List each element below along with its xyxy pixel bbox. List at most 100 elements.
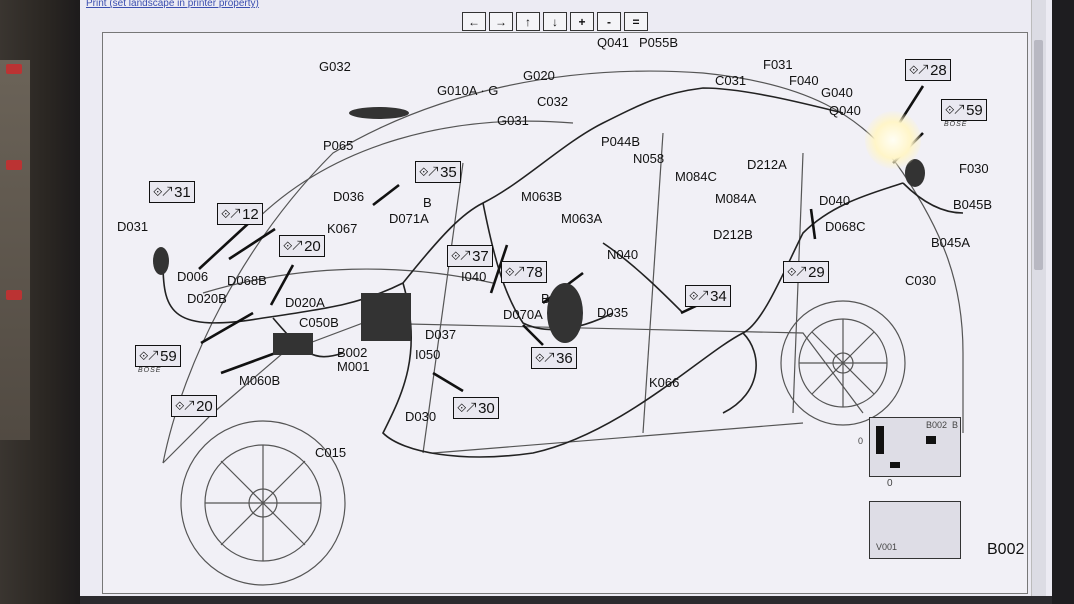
component-label: D071A (389, 211, 429, 226)
component-label: B045B (953, 197, 993, 212)
component-label: F031 (763, 57, 793, 72)
view-reference-link[interactable]: ⟐↗37 (447, 245, 493, 267)
component-label: C050B (299, 315, 339, 330)
component-label: D037 (425, 327, 457, 342)
view-reference-link[interactable]: ⟐↗35 (415, 161, 461, 183)
inset-axis-label: 0 (887, 478, 893, 489)
connector-icon: ⟐↗ (945, 102, 965, 117)
screen-glare (865, 111, 921, 169)
background-tag (6, 64, 22, 74)
connector-icon: ⟐↗ (535, 350, 555, 365)
component-label: D020A (285, 295, 325, 310)
component-label: C031 (715, 73, 747, 88)
connector-icon: ⟐↗ (139, 348, 159, 363)
view-reference-link[interactable]: ⟐↗28 (905, 59, 951, 81)
component-label: M060B (239, 373, 281, 388)
print-link[interactable]: Print (set landscape in printer property… (86, 0, 259, 9)
component-label: D040 (819, 193, 851, 208)
navigation-toolbar: ← → ↑ ↓ + - = (462, 12, 648, 31)
connector-icon: ⟐↗ (787, 264, 807, 279)
component-label: K066 (649, 375, 680, 390)
diagram-code-label: B002 (987, 541, 1025, 558)
view-reference-link[interactable]: ⟐↗34 (685, 285, 731, 307)
connector-icon: ⟐↗ (909, 62, 929, 77)
component-label: N040 (607, 247, 639, 262)
background-shelf (0, 60, 30, 440)
pan-right-button[interactable]: → (489, 12, 513, 31)
connector-ground (890, 462, 900, 468)
vertical-scrollbar[interactable] (1031, 0, 1046, 596)
component-label: D036 (333, 189, 365, 204)
component-label: I040 (461, 269, 487, 284)
component-label: K067 (327, 221, 358, 236)
component-label: F040 (789, 73, 819, 88)
component-label: M084C (675, 169, 717, 184)
view-reference-link[interactable]: ⟐↗20 (171, 395, 217, 417)
component-label: D030 (405, 409, 437, 424)
component-label: P044B (601, 134, 641, 149)
pan-down-button[interactable]: ↓ (543, 12, 567, 31)
component-label: D212B (713, 227, 753, 242)
view-reference-link[interactable]: ⟐↗20 (279, 235, 325, 257)
view-reference-link[interactable]: ⟐↗12 (217, 203, 263, 225)
connector-inset-view: B002 B 0 (858, 417, 961, 477)
wiring-diagram: G032 G010A · G G020 Q041 P055B F031 F040… (102, 32, 1028, 594)
pan-up-button[interactable]: ↑ (516, 12, 540, 31)
car-harness-drawing (153, 70, 964, 586)
connector-icon: ⟐↗ (419, 164, 439, 179)
component-label: M084A (715, 191, 757, 206)
view-reference-link[interactable]: ⟐↗30 (453, 397, 499, 419)
app-screen: Print (set landscape in printer property… (80, 0, 1052, 596)
component-label: F030 (959, 161, 989, 176)
pan-left-button[interactable]: ← (462, 12, 486, 31)
scrollbar-thumb[interactable] (1034, 40, 1043, 270)
component-label: G031 (497, 113, 529, 128)
component-label: D068C (825, 219, 866, 234)
view-reference-link[interactable]: ⟐↗78 (501, 261, 547, 283)
component-label: C015 (315, 445, 347, 460)
component-label: P055B (639, 35, 679, 50)
component-label: B002 (337, 345, 368, 360)
component-label: M001 (337, 359, 370, 374)
connector-icon: ⟐↗ (457, 400, 477, 415)
component-label: D070A (503, 307, 543, 322)
component-label: G020 (523, 68, 555, 83)
connector-icon: ⟐↗ (175, 398, 195, 413)
component-label: G010A · G (437, 83, 499, 98)
component-label: Q040 (829, 103, 861, 118)
view-reference-link[interactable]: ⟐↗29 (783, 261, 829, 283)
component-label: D212A (747, 157, 787, 172)
component-label: D006 (177, 269, 209, 284)
component-label: C030 (905, 273, 937, 288)
connector-icon: ⟐↗ (505, 264, 525, 279)
component-label: P065 (323, 138, 354, 153)
connector-icon: ⟐↗ (451, 248, 471, 263)
component-label: D031 (117, 219, 149, 234)
connector-icon: ⟐↗ (689, 288, 709, 303)
monitor-bezel-right (1052, 0, 1074, 604)
component-label: D068B (227, 273, 267, 288)
component-label: B (423, 195, 432, 210)
zoom-out-button[interactable]: - (597, 12, 621, 31)
component-label: C032 (537, 94, 569, 109)
component-label: G032 (319, 59, 351, 74)
component-label: I050 (415, 347, 441, 362)
view-reference-link[interactable]: ⟐↗36 (531, 347, 577, 369)
component-label: N058 (633, 151, 665, 166)
component-label: D035 (597, 305, 629, 320)
component-label: M063B (521, 189, 563, 204)
background-tag (6, 160, 22, 170)
component-label: D020B (187, 291, 227, 306)
monitor-bezel-left (0, 0, 80, 604)
fit-view-button[interactable]: = (624, 12, 648, 31)
zoom-in-button[interactable]: + (570, 12, 594, 31)
component-label: Q041 (597, 35, 629, 50)
connector-icon: ⟐↗ (153, 184, 173, 199)
connector-pin (926, 436, 936, 444)
view-reference-link[interactable]: ⟐↗31 (149, 181, 195, 203)
background-tag (6, 290, 22, 300)
connector-block (876, 426, 884, 454)
connector-inset-view: V001 (869, 501, 961, 559)
